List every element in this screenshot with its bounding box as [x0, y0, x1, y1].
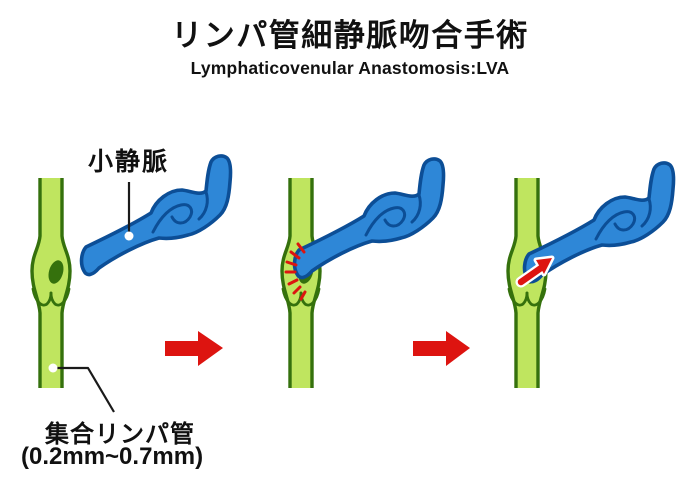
step-3-panel: [506, 161, 676, 390]
flow-arrow-icon: [515, 255, 555, 288]
lymphatic-vessel-size-label: (0.2mm~0.7mm): [21, 443, 204, 470]
step-arrow-1-icon: [165, 331, 223, 366]
venule-label: 小静脈: [88, 148, 170, 176]
page-subtitle: Lymphaticovenular Anastomosis:LVA: [190, 58, 510, 78]
lymphatic-leader-line: [48, 363, 115, 413]
venule-leader-line: [124, 182, 134, 241]
venule-vessel: [292, 157, 446, 280]
step-arrow-2-icon: [413, 331, 470, 366]
suture-marks-icon: [284, 242, 307, 301]
page-title: リンパ管細静脈吻合手術: [171, 18, 529, 53]
lymphatic-vessel: [30, 176, 72, 390]
lymphatic-vessel: [280, 176, 322, 390]
step-2-panel: [280, 157, 446, 390]
lymphatic-vessel-label: 集合リンパ管: [45, 421, 195, 448]
